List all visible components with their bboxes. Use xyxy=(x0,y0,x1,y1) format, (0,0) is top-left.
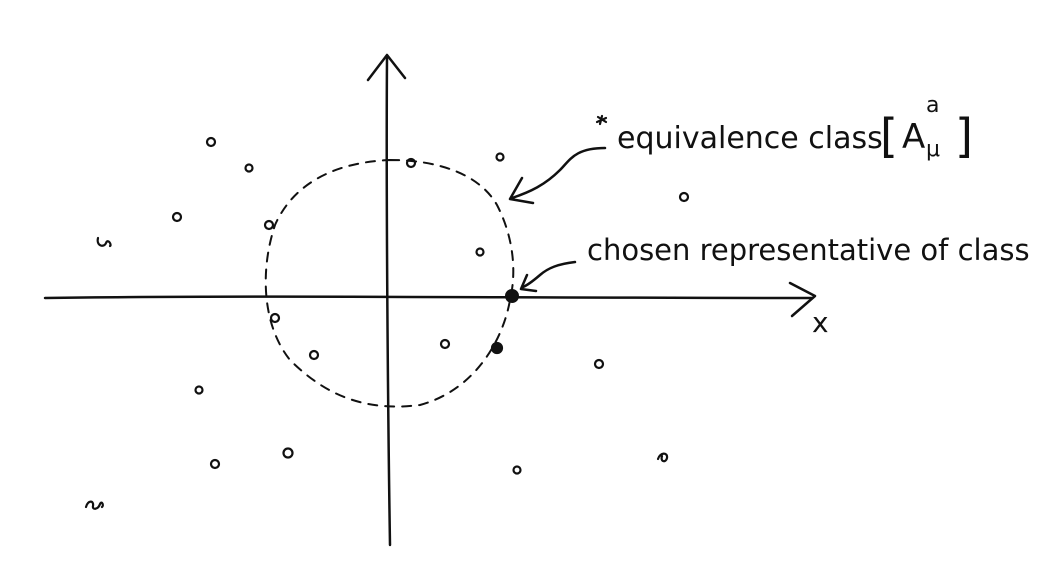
class-point xyxy=(405,157,417,169)
bracket-open: [ xyxy=(880,109,898,163)
x-axis xyxy=(43,295,814,300)
scatter-point xyxy=(84,500,104,510)
class-point xyxy=(269,312,281,324)
x-axis-arrowhead xyxy=(788,281,817,318)
scatter-point xyxy=(205,136,217,148)
y-axis xyxy=(385,56,392,547)
gauge-field-symbol: A xyxy=(902,117,925,157)
bracket-close: ] xyxy=(955,109,973,163)
scatter-point xyxy=(209,458,221,470)
scatter-point xyxy=(595,114,608,126)
gauge-field-subscript: μ xyxy=(926,137,940,162)
scattered-points xyxy=(84,114,690,510)
class-point xyxy=(263,219,275,231)
class-point xyxy=(490,341,504,355)
scatter-point xyxy=(282,447,294,459)
scatter-point xyxy=(244,163,254,173)
class-member-points xyxy=(263,157,504,355)
scatter-point xyxy=(96,236,112,248)
representative-pointer xyxy=(521,260,577,289)
chosen-representative-label: chosen representative of class xyxy=(587,233,1030,267)
equivalence-class-pointer xyxy=(510,146,607,200)
y-axis-arrowhead xyxy=(366,53,407,82)
scatter-point xyxy=(512,465,522,475)
equivalence-class-label: equivalence class xyxy=(617,121,883,156)
scatter-point xyxy=(308,349,320,361)
gauge-field-superscript: a xyxy=(926,93,939,118)
equivalence-class-pointer-head xyxy=(508,176,535,205)
representative-pointer-head xyxy=(519,273,538,293)
scatter-point xyxy=(194,385,204,395)
x-axis-label: x xyxy=(812,306,829,339)
scatter-point xyxy=(439,338,451,350)
scatter-point xyxy=(678,191,690,203)
scatter-point xyxy=(171,211,183,223)
scatter-point xyxy=(656,452,669,463)
scatter-point xyxy=(495,152,505,162)
chosen-representative-point xyxy=(505,289,519,303)
scatter-point xyxy=(593,358,605,370)
class-point xyxy=(475,247,485,257)
equivalence-class-loop xyxy=(264,159,515,408)
